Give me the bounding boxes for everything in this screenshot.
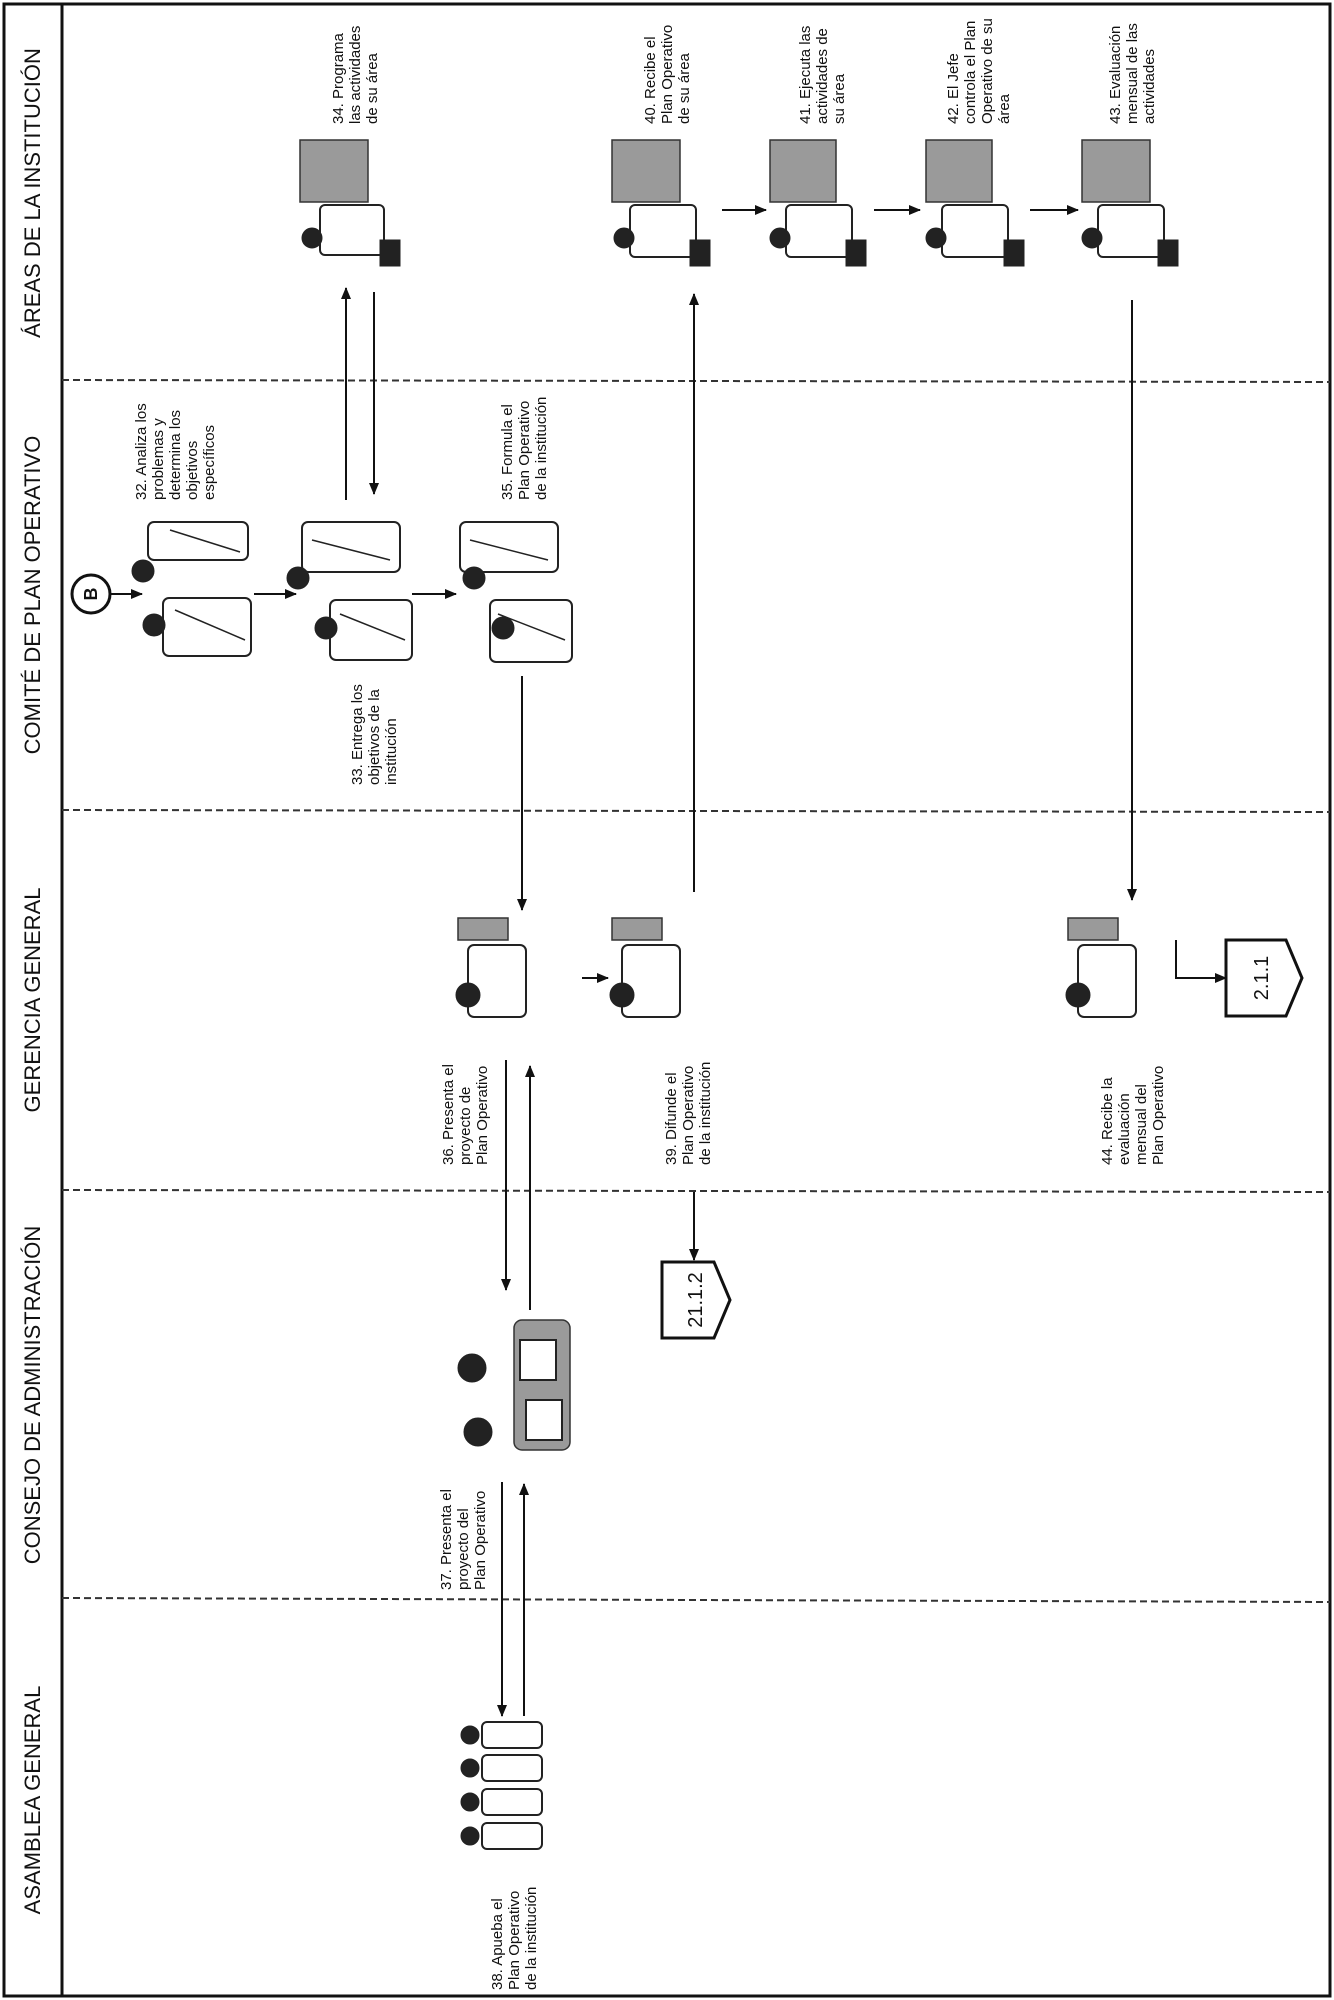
off-page-connector-21-1-2: 21.1.2 [662,1262,730,1338]
manager-desk-illustration [1066,918,1136,1017]
connector-label: 2.1.1 [1251,956,1273,1000]
office-worker-illustration [612,140,710,266]
lane-divider [62,1598,1330,1602]
start-connector-b: B [72,575,110,613]
connector-label: 21.1.2 [685,1272,707,1328]
comite-team-illustration [287,522,412,660]
office-worker-illustration [300,140,400,266]
lane-divider [62,810,1330,812]
step-43-label: 43. Evaluación mensual de las actividade… [1107,19,1158,124]
step-40-label: 40. Recibe el Plan Operativo de su área [642,21,693,124]
manager-desk-illustration [456,918,526,1017]
lane-title-comite: COMITÉ DE PLAN OPERATIVO [20,436,45,755]
lane-title-consejo: CONSEJO DE ADMINISTRACIÓN [20,1226,45,1565]
step-38-label: 38. Apueba el Plan Operativo de la insti… [489,1887,540,1990]
step-35-label: 35. Formula el Plan Operativo de la inst… [499,397,550,500]
step-36-label: 36. Presenta el proyecto de Plan Operati… [440,1060,491,1165]
lane-divider [62,380,1330,382]
lane-title-asamblea: ASAMBLEA GENERAL [20,1686,45,1915]
step-33-label: 33. Entrega los objetivos de la instituc… [349,680,400,785]
step-34-label: 34. Programa las actividades de su área [330,21,381,124]
step-42-label: 42. El Jefe controla el Plan Operativo d… [945,14,1013,124]
assembly-group-illustration [461,1722,542,1849]
lane-title-areas: ÁREAS DE LA INSTITUCIÓN [20,48,45,338]
comite-team-illustration [132,522,251,656]
office-worker-illustration [1082,140,1178,266]
start-connector-label: B [81,588,101,601]
step-37-label: 37. Presenta el proyecto del Plan Operat… [438,1485,489,1590]
office-worker-illustration [770,140,866,266]
office-worker-illustration [926,140,1024,266]
step-44-label: 44. Recibe la evaluación mensual del Pla… [1099,1066,1167,1165]
board-meeting-illustration [458,1320,570,1450]
step-32-label: 32. Analiza los problemas y determina lo… [133,399,218,500]
manager-desk-illustration [610,918,680,1017]
comite-team-illustration [460,522,572,662]
step-41-label: 41. Ejecuta las actividades de su área [797,21,848,124]
lane-title-gerencia: GERENCIA GENERAL [20,888,45,1113]
lane-divider [62,1190,1330,1192]
off-page-connector-2-1-1: 2.1.1 [1226,940,1302,1016]
flow-arrow [1176,940,1226,978]
step-39-label: 39. Difunde el Plan Operativo de la inst… [663,1062,714,1165]
